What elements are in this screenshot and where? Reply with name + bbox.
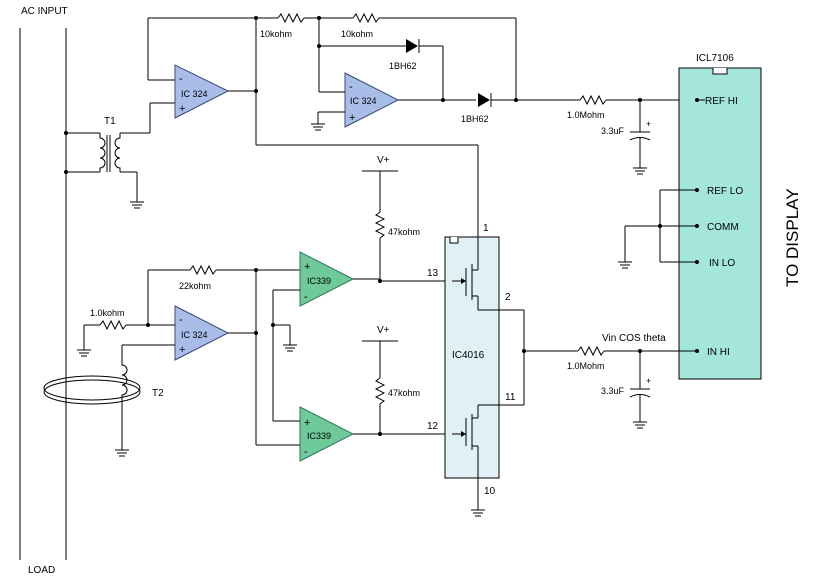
- resistor-top1-label: 10kohm: [260, 29, 292, 39]
- opamp-u1-label: IC 324: [181, 89, 208, 99]
- svg-text:+: +: [646, 119, 651, 129]
- resistor-inhi-label: 1.0Mohm: [567, 361, 605, 371]
- resistor-ref-label: 1.0Mohm: [567, 110, 605, 120]
- vplus-supply-2: [362, 340, 398, 434]
- svg-text:-: -: [179, 73, 183, 85]
- vplus-supply-1: [362, 170, 398, 281]
- svg-text:-: -: [179, 314, 183, 326]
- pin-in-hi: IN HI: [707, 347, 730, 358]
- svg-text:+: +: [646, 376, 651, 386]
- capacitor-ref: +: [629, 100, 651, 175]
- resistor-in2-label: 1.0kohm: [90, 308, 125, 318]
- resistor-in2: [77, 319, 148, 357]
- icl7106-label: ICL7106: [696, 53, 734, 64]
- svg-text:+: +: [349, 112, 355, 124]
- ic4016-label: IC4016: [452, 350, 485, 361]
- vin-cos-theta-label: Vin COS theta: [602, 333, 666, 344]
- comparator-u4-label: IC339: [307, 276, 331, 286]
- resistor-top2: [319, 12, 517, 100]
- comparator-u5-label: IC339: [307, 431, 331, 441]
- resistor-pullup1-label: 47kohm: [388, 227, 420, 237]
- ic4016-pin12: 12: [427, 421, 439, 432]
- capacitor-inhi: +: [629, 351, 651, 429]
- pin-comm: COMM: [707, 222, 739, 233]
- transformer-t1: [99, 102, 175, 209]
- svg-text:+: +: [179, 344, 185, 356]
- ac-input-rails: [19, 28, 100, 560]
- resistor-pullup2-label: 47kohm: [388, 388, 420, 398]
- diode-d2-label: 1BH62: [461, 114, 489, 124]
- svg-text:-: -: [304, 291, 308, 303]
- vplus-1-label: V+: [377, 155, 390, 166]
- diode-d1-label: 1BH62: [389, 61, 417, 71]
- ic4016-pin1: 1: [483, 223, 489, 234]
- svg-text:+: +: [179, 103, 185, 115]
- opamp-u2-label: IC 324: [350, 96, 377, 106]
- ic4016-pin11: 11: [505, 392, 516, 403]
- diode-d1: [400, 39, 443, 53]
- svg-text:-: -: [349, 81, 353, 93]
- resistor-inhi: [577, 345, 680, 357]
- opamp-u1: - +: [147, 16, 479, 237]
- pin-ref-lo: REF LO: [707, 186, 743, 197]
- icl7106-chip: [618, 67, 762, 380]
- capacitor-ref-label: 3.3uF: [601, 126, 625, 136]
- comparator-u5: + -: [256, 406, 470, 462]
- resistor-top2-label: 10kohm: [341, 29, 373, 39]
- svg-text:+: +: [304, 417, 310, 429]
- opamp-u2: - +: [311, 18, 476, 131]
- resistor-fb2: [189, 264, 300, 276]
- t1-label: T1: [104, 116, 116, 127]
- ic4016-pin10: 10: [484, 486, 496, 497]
- vplus-2-label: V+: [377, 325, 390, 336]
- comparator-u4: + -: [271, 251, 470, 421]
- pin-ref-hi: REF HI: [705, 96, 738, 107]
- opamp-u3-label: IC 324: [181, 330, 208, 340]
- ac-input-label: AC INPUT: [21, 6, 68, 17]
- pin-in-lo: IN LO: [709, 258, 735, 269]
- transformer-t2: [43, 344, 175, 457]
- resistor-top1: [277, 12, 319, 24]
- svg-text:-: -: [304, 446, 308, 458]
- t2-label: T2: [152, 388, 164, 399]
- capacitor-inhi-label: 3.3uF: [601, 386, 625, 396]
- load-label: LOAD: [28, 565, 55, 576]
- ic4016-chip: [444, 236, 578, 517]
- ic4016-pin13: 13: [427, 268, 439, 279]
- resistor-fb2-label: 22kohm: [179, 281, 211, 291]
- opamp-u3: - +: [146, 268, 258, 445]
- to-display-label: TO DISPLAY: [783, 188, 802, 287]
- diode-d2: [478, 93, 580, 107]
- svg-text:+: +: [304, 261, 310, 273]
- ic4016-pin2: 2: [505, 292, 511, 303]
